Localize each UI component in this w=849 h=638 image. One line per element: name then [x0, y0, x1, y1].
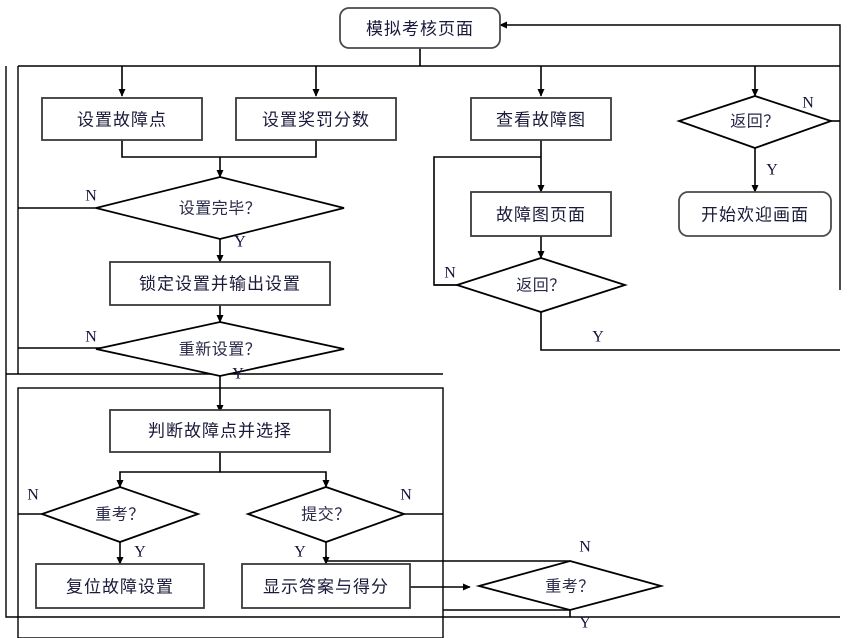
- node-fault-map-page[interactable]: 故障图页面: [470, 191, 612, 237]
- node-retake-bottom-shape[interactable]: [475, 560, 665, 611]
- node-judge-select-label: 判断故障点并选择: [148, 422, 292, 441]
- node-judge-select[interactable]: 判断故障点并选择: [109, 409, 331, 453]
- node-fault-map-page-shape[interactable]: [470, 191, 612, 237]
- node-start-label: 模拟考核页面: [366, 20, 474, 39]
- node-retake-bottom[interactable]: 重考？: [475, 560, 665, 611]
- label-return-mid-yes: Y: [592, 329, 604, 346]
- group-edges: [6, 47, 840, 617]
- frame-outer-left: [5, 66, 840, 618]
- node-setup-done-shape[interactable]: [95, 176, 345, 240]
- node-reset-setup-label: 重新设置？: [179, 341, 262, 359]
- node-reset-setup[interactable]: 重新设置？: [95, 321, 345, 377]
- node-return-top-shape[interactable]: [676, 95, 834, 149]
- node-set-score[interactable]: 设置奖罚分数: [235, 97, 397, 141]
- label-setup-done-yes: Y: [234, 234, 246, 251]
- group-branch-labels: N Y N Y N Y N Y N Y N Y N Y: [27, 95, 814, 632]
- label-retake-left-yes: Y: [134, 544, 146, 561]
- node-return-mid-shape[interactable]: [454, 257, 628, 313]
- node-reset-fault[interactable]: 复位故障设置: [35, 563, 205, 609]
- node-retake-left[interactable]: 重考？: [39, 486, 201, 543]
- node-return-top[interactable]: 返回？: [676, 95, 834, 149]
- node-lock-output-label: 锁定设置并输出设置: [139, 275, 301, 294]
- node-view-fault-map-label: 查看故障图: [496, 111, 586, 130]
- node-welcome-screen-label: 开始欢迎画面: [701, 206, 809, 225]
- edge-return-mid-yes: [540, 312, 840, 351]
- node-set-score-shape[interactable]: [235, 97, 397, 141]
- node-lock-output[interactable]: 锁定设置并输出设置: [109, 261, 331, 306]
- node-start-shape[interactable]: [339, 7, 501, 49]
- node-judge-select-shape[interactable]: [109, 409, 331, 453]
- node-show-answer-shape[interactable]: [241, 563, 411, 609]
- edge-judge-to-submit: [220, 471, 330, 488]
- edge-setup-merge: [121, 140, 317, 158]
- node-submit-label: 提交？: [301, 506, 351, 524]
- node-reset-fault-label: 复位故障设置: [66, 578, 174, 597]
- node-view-fault-map[interactable]: 查看故障图: [470, 97, 612, 141]
- node-retake-left-shape[interactable]: [39, 486, 201, 543]
- node-setup-done-label: 设置完毕？: [179, 200, 262, 218]
- node-submit[interactable]: 提交？: [245, 486, 407, 543]
- label-retake-bottom-yes: Y: [579, 615, 591, 632]
- label-retake-left-no: N: [27, 487, 39, 504]
- node-set-fault-point[interactable]: 设置故障点: [41, 97, 203, 141]
- node-reset-fault-shape[interactable]: [35, 563, 205, 609]
- frame-exam-group: [17, 387, 444, 638]
- node-fault-map-page-label: 故障图页面: [496, 206, 586, 225]
- node-welcome-screen-shape[interactable]: [678, 191, 832, 237]
- node-reset-setup-shape[interactable]: [95, 321, 345, 377]
- edge-judge-to-retake-left: [116, 450, 221, 488]
- node-lock-output-shape[interactable]: [109, 261, 331, 306]
- node-return-mid-label: 返回？: [516, 277, 566, 295]
- node-retake-left-label: 重考？: [95, 506, 145, 524]
- node-set-score-label: 设置奖罚分数: [262, 111, 370, 130]
- node-return-top-label: 返回？: [730, 113, 780, 131]
- label-return-mid-no: N: [444, 265, 456, 282]
- node-return-mid[interactable]: 返回？: [454, 257, 628, 313]
- label-return-top-yes: Y: [766, 162, 778, 179]
- label-submit-yes: Y: [294, 544, 306, 561]
- node-set-fault-point-label: 设置故障点: [77, 111, 167, 130]
- node-show-answer[interactable]: 显示答案与得分: [241, 563, 411, 609]
- node-retake-bottom-label: 重考？: [545, 578, 595, 596]
- label-setup-done-no: N: [85, 188, 97, 205]
- frame-return-rail: [499, 21, 841, 66]
- edge-retake-bottom-no: [325, 556, 570, 562]
- node-welcome-screen[interactable]: 开始欢迎画面: [678, 191, 832, 237]
- label-submit-no: N: [400, 487, 412, 504]
- label-reset-setup-no: N: [85, 329, 97, 346]
- node-submit-shape[interactable]: [245, 486, 407, 543]
- group-frames: [5, 21, 841, 638]
- node-view-fault-map-shape[interactable]: [470, 97, 612, 141]
- node-set-fault-point-shape[interactable]: [41, 97, 203, 141]
- label-reset-setup-yes: Y: [232, 366, 244, 383]
- label-retake-bottom-no: N: [579, 539, 591, 556]
- label-return-top-no: N: [802, 95, 814, 112]
- node-setup-done[interactable]: 设置完毕？: [95, 176, 345, 240]
- node-show-answer-label: 显示答案与得分: [263, 578, 389, 597]
- node-start[interactable]: 模拟考核页面: [339, 7, 501, 49]
